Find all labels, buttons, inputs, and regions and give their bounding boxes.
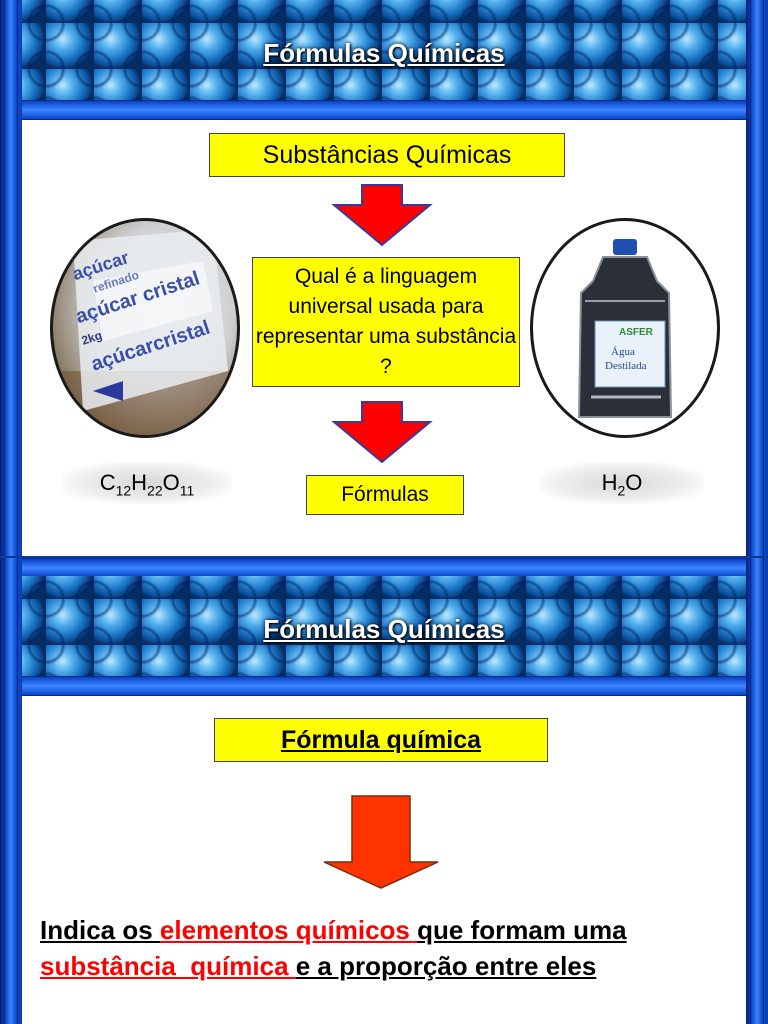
down-arrow-3-icon (323, 795, 439, 889)
water-formula-hydrogen-count: 2 (617, 482, 626, 499)
substancias-quimicas-label: Substâncias Químicas (262, 141, 512, 169)
down-arrow-1-icon (331, 184, 433, 247)
slide-2-top-bar (0, 558, 768, 578)
sugar-bag-text-4: 2kg (80, 328, 104, 348)
water-label-1: Água (611, 346, 635, 358)
formula-oxygen: O (162, 470, 180, 495)
slide-2: Fórmulas Químicas Fórmula química Indica… (0, 558, 768, 1024)
water-label-2: Destilada (605, 360, 647, 372)
statement-part-1: Indica os (40, 915, 160, 945)
slide-1-title: Fórmulas Químicas (263, 38, 505, 68)
formula-oxygen-count: 11 (179, 482, 195, 499)
sucrose-formula: C12H22O11 (62, 462, 232, 504)
water-bottle-image: ASFER Água Destilada (530, 218, 720, 438)
slide-2-banner: Fórmulas Químicas (22, 576, 746, 676)
slide-1-left-frame (0, 0, 22, 556)
formula-carbon: C (99, 470, 116, 495)
statement-emphasis-elements: elementos químicos (159, 915, 418, 945)
formula-hydrogen-count: 22 (147, 482, 163, 499)
statement-emphasis-substance: substância química (40, 951, 296, 981)
formulas-box: Fórmulas (306, 475, 464, 515)
slide-2-right-frame (746, 558, 768, 1024)
water-brand-text: ASFER (619, 327, 654, 338)
slide-2-title: Fórmulas Químicas (263, 614, 505, 644)
formula-definition: Indica os elementos químicos que formam … (40, 912, 740, 984)
down-arrow-2-icon (331, 401, 433, 464)
sugar-bag-image: açúcar refinado açúcar cristal 2kg açúca… (50, 218, 240, 438)
slide-1-right-frame (746, 0, 768, 556)
substancias-quimicas-box: Substâncias Químicas (209, 133, 565, 177)
question-box: Qual é a linguagem universal usada para … (252, 257, 520, 387)
formulas-label: Fórmulas (341, 483, 429, 506)
slide-2-left-frame (0, 558, 22, 1024)
formula-hydrogen: H (131, 470, 148, 495)
water-formula-oxygen: O (625, 470, 643, 495)
formula-carbon-count: 12 (115, 482, 132, 499)
statement-part-3: que formam uma (417, 915, 627, 945)
statement-part-5: e a proporção entre eles (295, 951, 597, 981)
water-formula-hydrogen: H (601, 470, 618, 495)
slide-1: Fórmulas Químicas Substâncias Químicas Q… (0, 0, 768, 556)
slide-1-banner: Fórmulas Químicas (22, 0, 746, 100)
formula-quimica-box: Fórmula química (214, 718, 548, 762)
slide-1-header-bar (0, 100, 768, 120)
question-text: Qual é a linguagem universal usada para … (255, 265, 517, 378)
formula-quimica-label: Fórmula química (280, 726, 482, 754)
water-formula: H2O (540, 462, 704, 504)
slide-2-header-bar (0, 676, 768, 696)
